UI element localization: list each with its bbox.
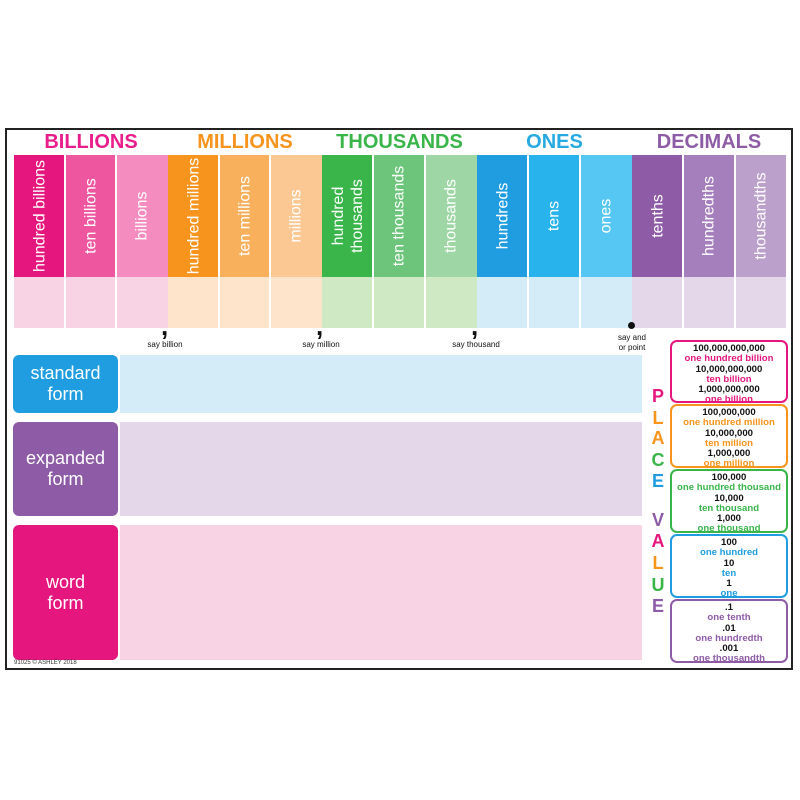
cell-thousands-group — [322, 277, 477, 328]
cell-millions-group — [168, 277, 322, 328]
column-divider — [64, 155, 66, 328]
place-value-strip — [649, 382, 669, 620]
decimal-point — [628, 322, 635, 329]
cell-ones-group — [477, 277, 632, 328]
column-ones: ones — [580, 155, 632, 277]
column-ten-thousands: ten thousands — [373, 155, 425, 277]
group-title-millions: MILLIONS — [197, 131, 293, 153]
column-divider — [527, 155, 529, 328]
column-ten-billions: ten billions — [65, 155, 116, 277]
place-value-letter: C — [651, 450, 665, 470]
cell-decimals-group — [632, 277, 786, 328]
column-hundred-thousands: hundred thousands — [322, 155, 373, 277]
place-value-box-millions: 100,000,000 one hundred million 10,000,0… — [670, 404, 788, 469]
place-value-letter: E — [651, 596, 664, 616]
column-thousands: thousands — [425, 155, 477, 277]
column-tens: tens — [528, 155, 580, 277]
column-divider — [579, 155, 581, 328]
group-title-billions: BILLIONS — [44, 131, 138, 153]
column-divider — [115, 155, 117, 328]
group-title-decimals: DECIMALS — [656, 131, 762, 153]
column-hundredths: hundredths — [683, 155, 735, 277]
copyright-footer: 91025 © ASHLEY 2018 — [14, 660, 77, 666]
column-divider — [218, 155, 220, 328]
column-hundred-billions: hundred billions — [14, 155, 65, 277]
comma-billion: , — [161, 311, 169, 341]
column-divider — [424, 155, 426, 328]
word-form-area[interactable] — [120, 525, 642, 660]
place-value-letter: P — [651, 386, 664, 406]
place-value-letter: E — [651, 471, 664, 491]
column-divider — [269, 155, 271, 328]
group-title-ones: ONES — [526, 131, 583, 153]
place-value-letter: L — [652, 408, 664, 428]
column-millions: millions — [270, 155, 322, 277]
place-value-letter: U — [651, 575, 665, 595]
place-value-letter: A — [651, 428, 665, 448]
expanded-form-area[interactable] — [120, 422, 642, 516]
place-value-box-thousands: 100,000 one hundred thousand 10,000 ten … — [670, 469, 788, 534]
column-divider — [734, 155, 736, 328]
place-value-box-ones: 100 one hundred 10 ten 1 one — [670, 534, 788, 599]
column-ten-millions: ten millions — [219, 155, 270, 277]
say-million-label: say million — [302, 340, 340, 349]
place-value-letter: A — [651, 531, 665, 551]
comma-thousand: , — [471, 311, 479, 341]
column-hundreds: hundreds — [477, 155, 528, 277]
place-value-letter: L — [652, 553, 664, 573]
place-value-box-billions: 100,000,000,000 one hundred billion 10,0… — [670, 340, 788, 405]
column-thousandths: thousandths — [735, 155, 786, 277]
column-hundred-millions: hundred millions — [168, 155, 219, 277]
column-billions: billions — [116, 155, 168, 277]
place-value-box-decimals: .1 one tenth .01 one hundredth .001 one … — [670, 599, 788, 664]
place-value-letter: V — [651, 510, 664, 530]
column-divider — [372, 155, 374, 328]
cell-billions-group — [14, 277, 168, 328]
say-billion-label: say billion — [147, 340, 183, 349]
group-title-thousands: THOUSANDS — [336, 131, 463, 153]
comma-million: , — [316, 311, 324, 341]
column-tenths: tenths — [632, 155, 683, 277]
column-divider — [682, 155, 684, 328]
say-thousand-label: say thousand — [452, 340, 500, 349]
standard-form-area[interactable] — [120, 355, 642, 413]
